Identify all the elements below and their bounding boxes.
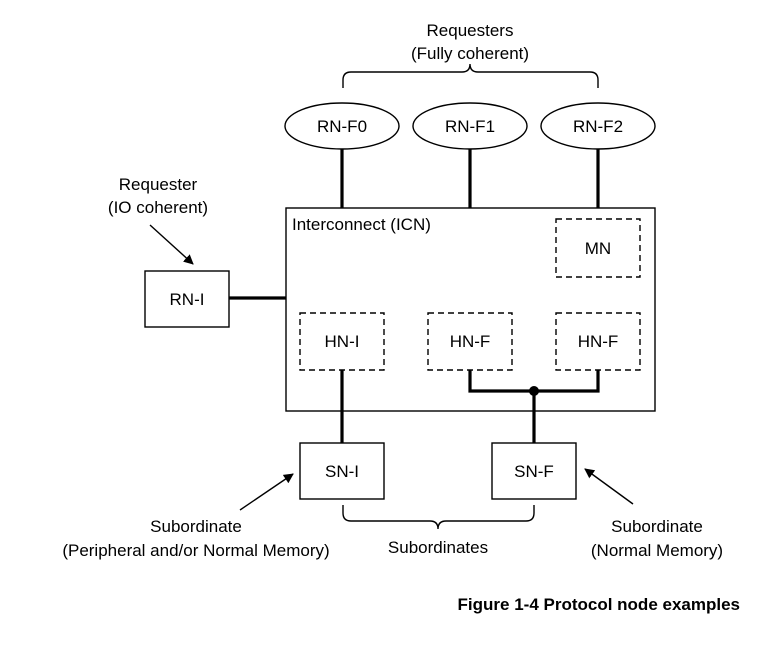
- rn-f0-node: [284, 102, 400, 150]
- subordinates-group-label: Subordinates: [388, 538, 488, 557]
- subordinate-right-arrow: [584, 468, 634, 505]
- subordinate-left-arrow: [239, 473, 294, 511]
- figure-caption: Figure 1-4 Protocol node examples: [458, 595, 740, 614]
- hn-i-label: HN-I: [325, 332, 360, 351]
- interconnect-label: Interconnect (ICN): [292, 215, 431, 234]
- rn-f2-node: [540, 102, 656, 150]
- io-requester-arrow: [149, 224, 194, 265]
- subordinates-brace: [342, 505, 535, 530]
- subordinate-right-subtitle: (Normal Memory): [591, 541, 723, 560]
- hn-f-node-2: [555, 312, 641, 371]
- rn-f1-node: [412, 102, 528, 150]
- rn-f1-label: RN-F1: [445, 117, 495, 136]
- hn-f-label-1: HN-F: [450, 332, 491, 351]
- io-requester-subtitle: (IO coherent): [108, 198, 208, 217]
- rn-i-node: [144, 270, 230, 328]
- requesters-brace: [342, 63, 599, 88]
- rn-i-label: RN-I: [170, 290, 205, 309]
- hn-i-node: [299, 312, 385, 371]
- mn-label: MN: [585, 239, 611, 258]
- rn-f2-label: RN-F2: [573, 117, 623, 136]
- subordinate-left-title: Subordinate: [150, 517, 242, 536]
- sn-i-node: [299, 442, 385, 500]
- subordinate-right-title: Subordinate: [611, 517, 703, 536]
- hn-f-node-1: [427, 312, 513, 371]
- io-requester-title: Requester: [119, 175, 198, 194]
- sn-f-node: [491, 442, 577, 500]
- mn-node: [555, 218, 641, 278]
- subordinate-left-subtitle: (Peripheral and/or Normal Memory): [62, 541, 329, 560]
- requesters-subtitle: (Fully coherent): [411, 44, 529, 63]
- hn-f-label-2: HN-F: [578, 332, 619, 351]
- requesters-title: Requesters: [427, 21, 514, 40]
- sn-f-label: SN-F: [514, 462, 554, 481]
- rn-f0-label: RN-F0: [317, 117, 367, 136]
- bus-junction: [529, 386, 539, 396]
- sn-i-label: SN-I: [325, 462, 359, 481]
